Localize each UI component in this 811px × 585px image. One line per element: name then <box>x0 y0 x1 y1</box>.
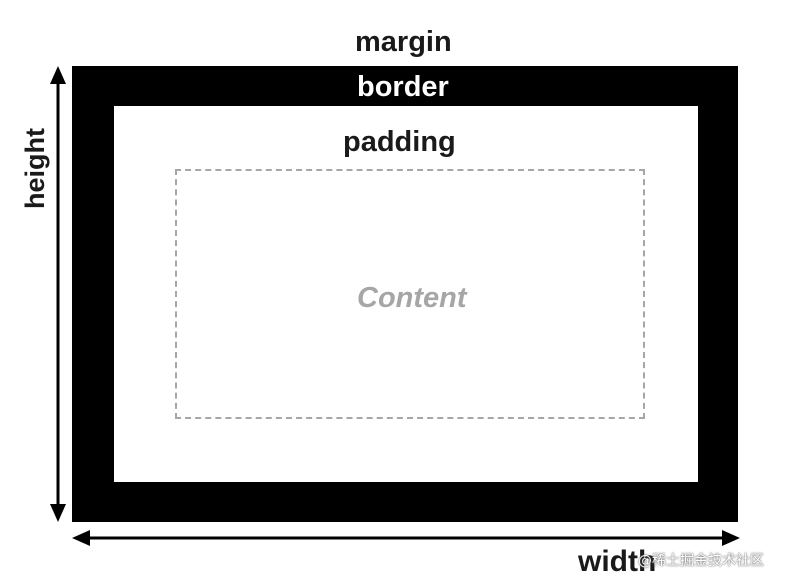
border-label: border <box>357 71 449 103</box>
padding-box <box>114 106 698 482</box>
content-label: Content <box>357 282 467 314</box>
width-arrow-icon <box>72 530 740 546</box>
height-arrow-icon <box>50 66 66 522</box>
content-box <box>175 169 645 419</box>
watermark: @稀土掘金技术社区 <box>638 553 764 569</box>
padding-label: padding <box>343 126 456 158</box>
width-label: width <box>578 545 657 578</box>
margin-label: margin <box>355 26 452 58</box>
